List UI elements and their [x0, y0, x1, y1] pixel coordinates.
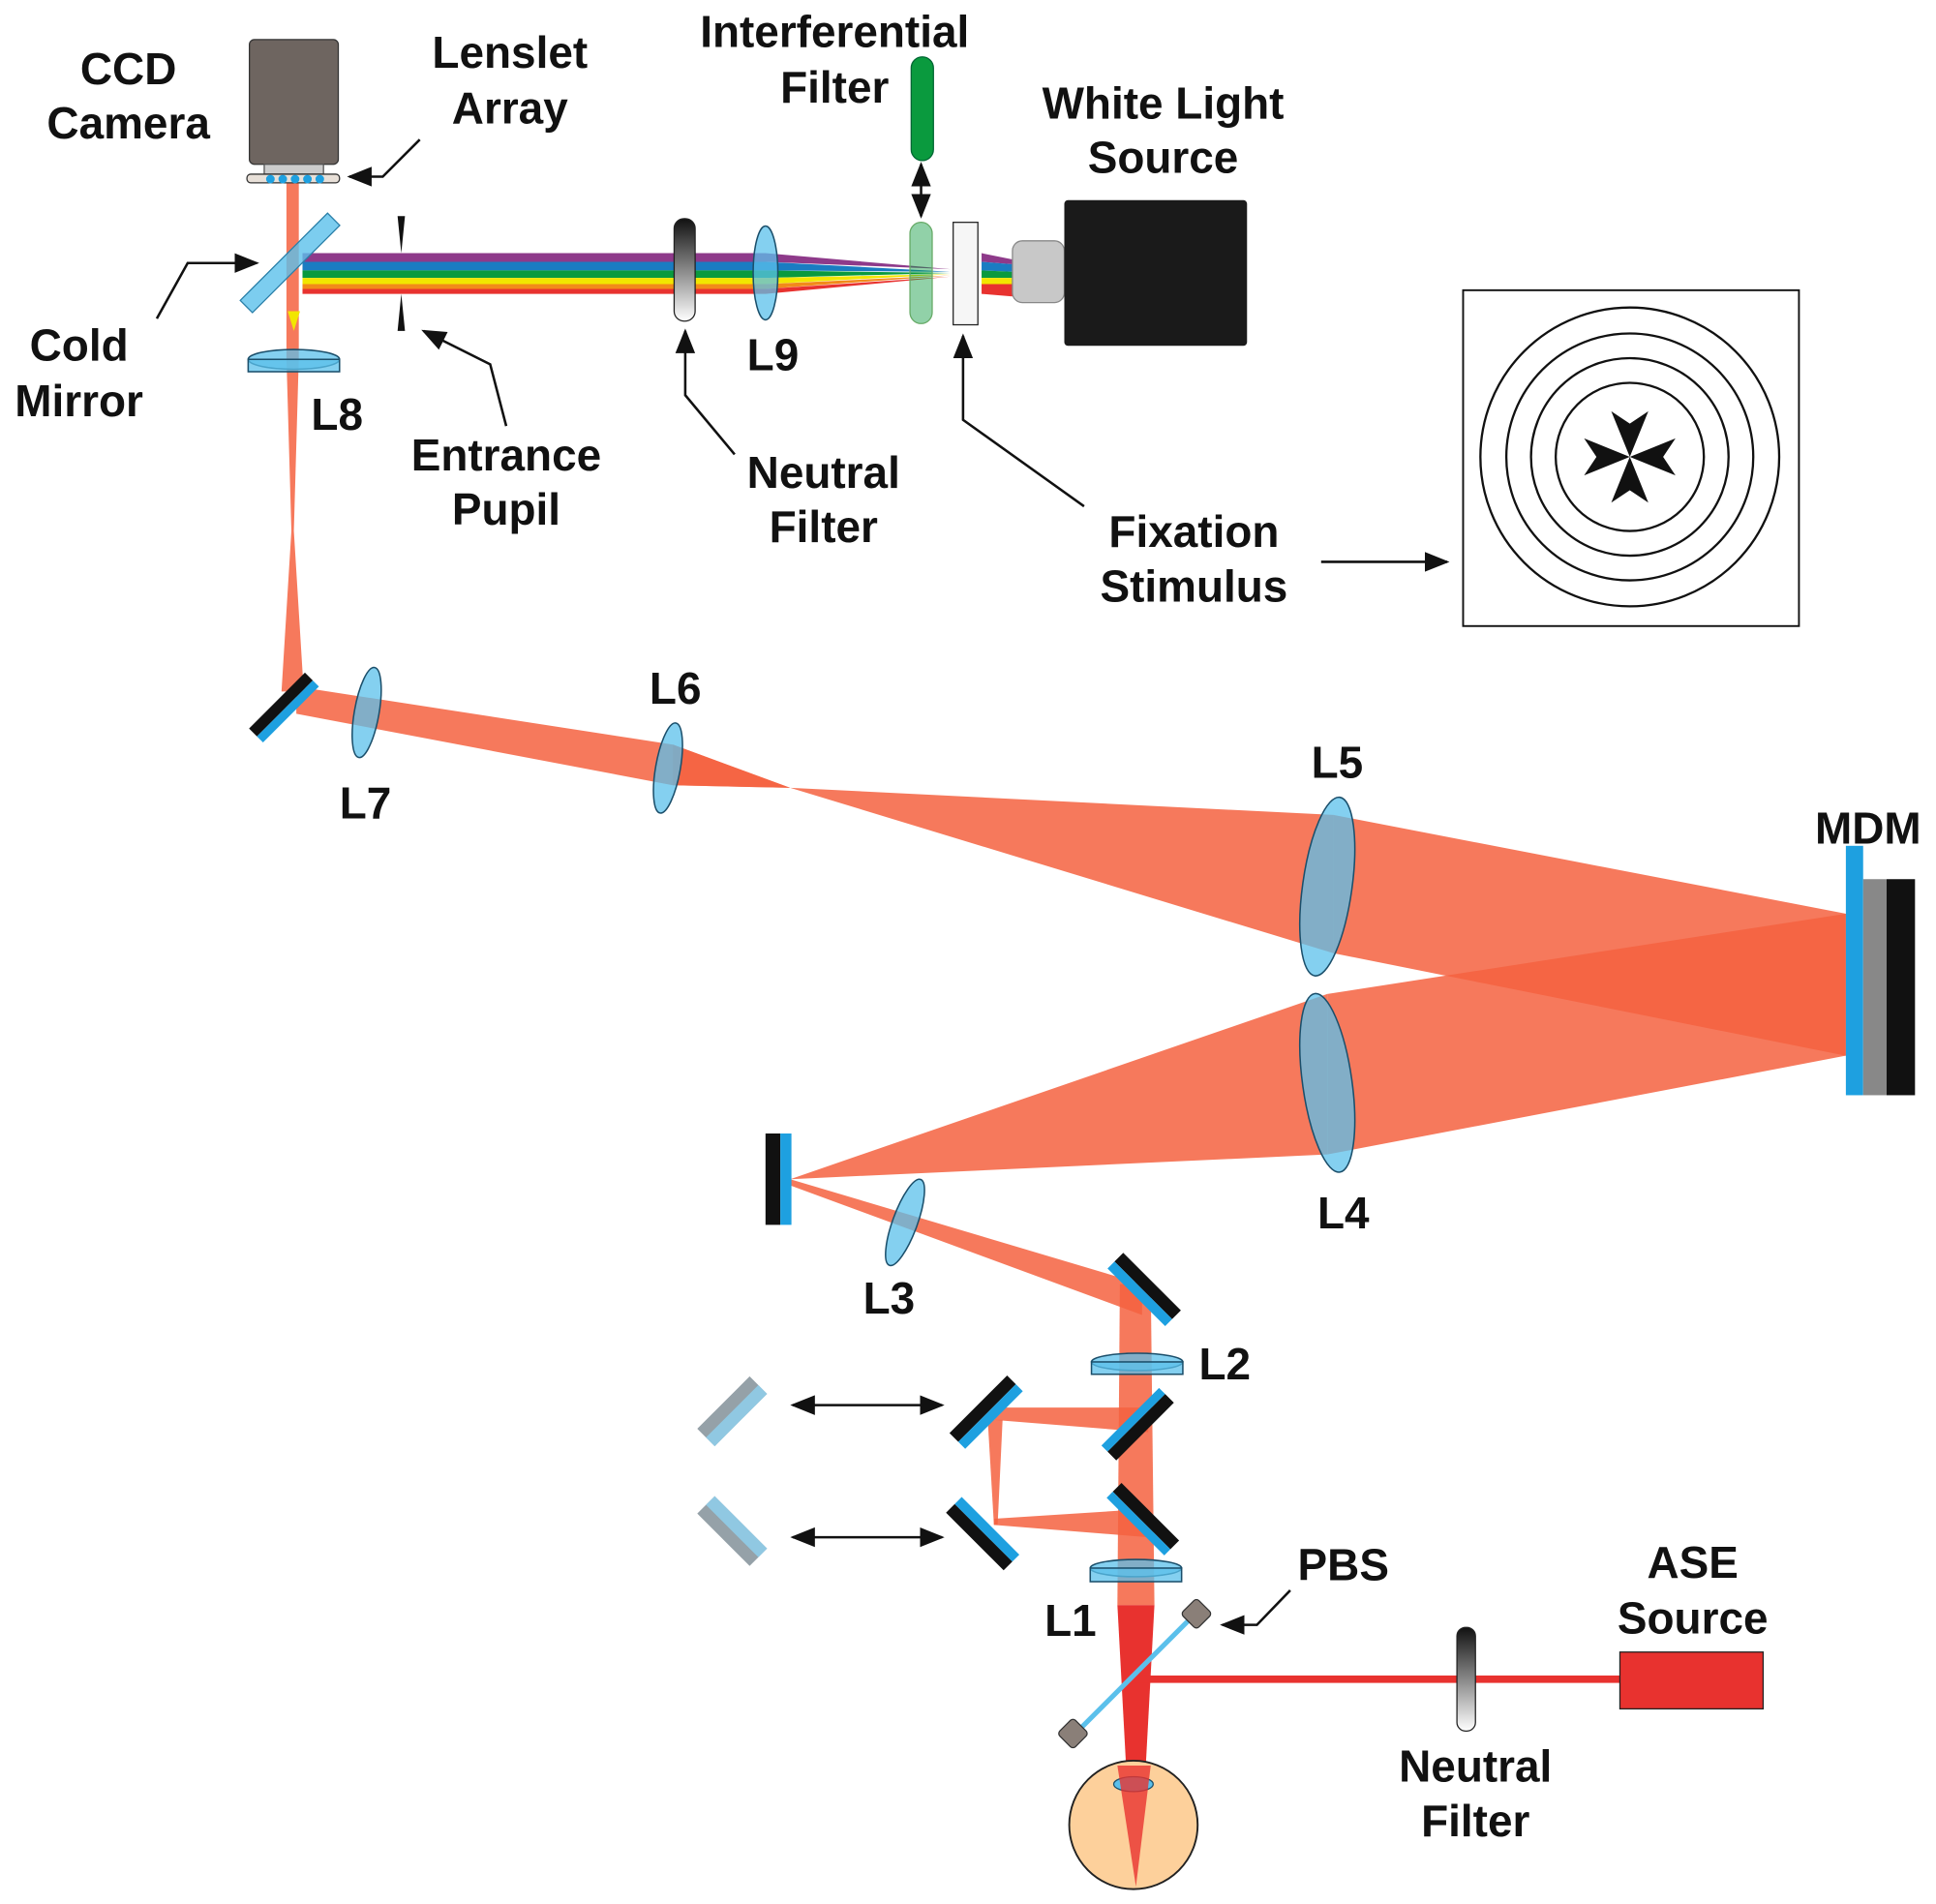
label-ccd-camera: CCD	[80, 44, 176, 94]
mirror-m2	[765, 1133, 792, 1225]
lens-l3	[885, 1178, 925, 1267]
lens-l5	[1299, 796, 1356, 977]
white-light-source	[1064, 199, 1248, 347]
svg-text:Filter: Filter	[780, 62, 889, 112]
lens-l9	[752, 225, 779, 321]
label-l4: L4	[1317, 1188, 1370, 1238]
label-l5: L5	[1312, 738, 1364, 788]
label-entrance-pupil: Entrance	[411, 430, 601, 480]
eye	[1068, 1760, 1199, 1890]
svg-text:Source: Source	[1088, 133, 1239, 183]
svg-text:Pupil: Pupil	[452, 484, 560, 534]
light-source-connector	[1012, 240, 1066, 304]
cold-mirror	[239, 212, 341, 314]
svg-text:Source: Source	[1618, 1593, 1769, 1644]
entrance-pupil-aperture	[397, 216, 406, 331]
pbs-beam-splitter	[1058, 1598, 1212, 1749]
removable-mirror-upper[interactable]	[697, 1375, 768, 1447]
mirror-m4	[1101, 1387, 1174, 1461]
mirror-m1	[249, 672, 319, 743]
label-cold-mirror: Cold	[30, 320, 129, 371]
label-neutral-filter-bottom: Neutral	[1399, 1741, 1552, 1792]
svg-text:Filter: Filter	[1421, 1796, 1529, 1846]
white-light-spectrum-beam	[302, 253, 1013, 297]
mirror-m5	[949, 1375, 1023, 1449]
removable-mirror-lower[interactable]	[697, 1496, 768, 1566]
interferential-filter-in-path	[909, 222, 933, 324]
ccd-camera	[249, 39, 340, 166]
neutral-filter-bottom	[1456, 1626, 1476, 1732]
fixation-stimulus-target	[1462, 288, 1800, 627]
mdm-deformable-mirror	[1845, 845, 1916, 1096]
svg-text:Filter: Filter	[770, 501, 878, 552]
mirror-m6	[946, 1496, 1020, 1571]
label-l6: L6	[650, 663, 702, 713]
label-pbs: PBS	[1298, 1540, 1389, 1590]
neutral-filter-top	[673, 218, 696, 322]
label-neutral-filter-top: Neutral	[747, 447, 900, 498]
label-l1: L1	[1044, 1595, 1097, 1646]
maltese-cross-icon	[1584, 410, 1676, 503]
label-white-light-source: White Light	[1043, 78, 1285, 129]
interferential-filter	[910, 56, 934, 162]
label-lenslet-array: Lenslet	[432, 27, 588, 77]
svg-text:Array: Array	[452, 83, 568, 134]
lenslet-array	[246, 173, 341, 184]
label-l9: L9	[747, 330, 800, 380]
label-fixation-stimulus: Fixation	[1108, 506, 1279, 557]
label-ase-source: ASE	[1648, 1537, 1739, 1587]
labels: CCD Camera Lenslet Array Interferential …	[15, 7, 1921, 1846]
label-l3: L3	[863, 1273, 916, 1323]
fixation-stimulus-slide	[953, 222, 979, 326]
lens-l7	[351, 666, 382, 759]
svg-text:Camera: Camera	[46, 98, 210, 148]
label-l8: L8	[311, 389, 363, 439]
mirror-m7	[1106, 1482, 1180, 1556]
label-interferential-filter: Interferential	[700, 7, 969, 57]
mirror-m3	[1107, 1253, 1181, 1326]
label-mdm: MDM	[1815, 802, 1921, 853]
lens-l4	[1299, 992, 1356, 1173]
label-l2: L2	[1199, 1339, 1252, 1389]
label-l7: L7	[340, 778, 392, 829]
ase-source	[1618, 1651, 1765, 1710]
svg-text:Mirror: Mirror	[15, 376, 143, 426]
lens-l6	[652, 722, 683, 814]
svg-text:Stimulus: Stimulus	[1100, 560, 1287, 611]
